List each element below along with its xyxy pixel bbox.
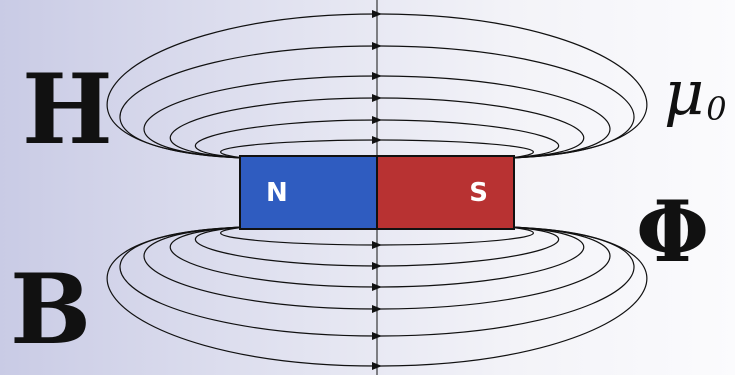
- symbol-mu0: μ0: [664, 62, 727, 125]
- symbol-mu-subscript: 0: [706, 90, 726, 128]
- magnet-south-pole: S: [377, 155, 515, 230]
- magnet-north-pole: N: [239, 155, 377, 230]
- north-label: N: [266, 178, 288, 208]
- symbol-B: B: [10, 262, 91, 358]
- symbol-phi: Φ: [636, 190, 709, 274]
- south-label: S: [469, 178, 488, 208]
- symbol-mu: μ: [664, 56, 704, 129]
- symbol-H: H: [22, 62, 113, 158]
